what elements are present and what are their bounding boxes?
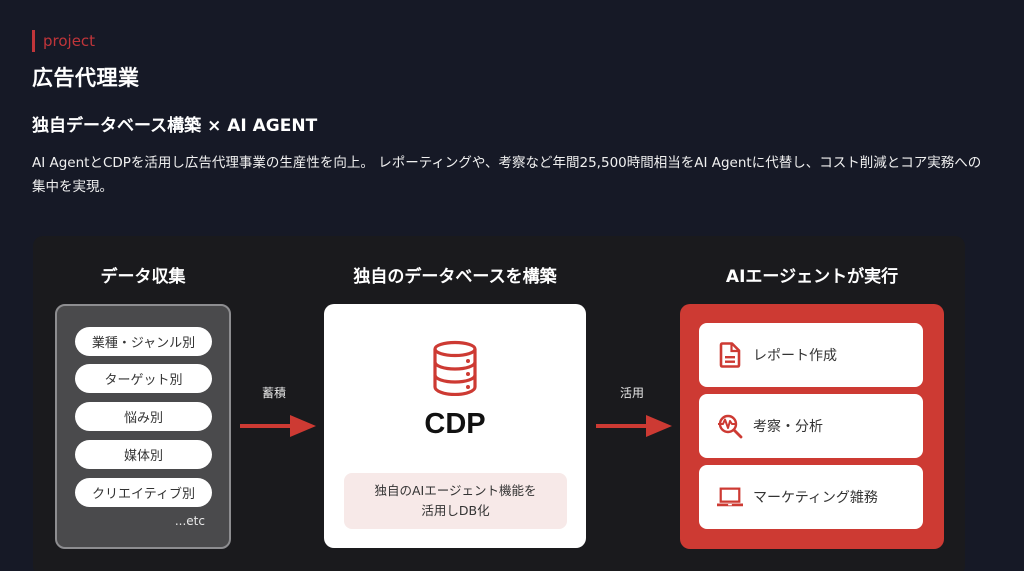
- arrow-label-utilize: 活用: [620, 386, 645, 400]
- page-title: 広告代理業: [32, 66, 140, 90]
- agent-item-analysis: 考察・分析: [699, 394, 923, 458]
- agent-item-label: レポート作成: [753, 348, 837, 364]
- flow-diagram: データ収集 業種・ジャンル別 ターゲット別 悩み別 媒体別 クリエイティブ別 .…: [33, 236, 965, 571]
- eyebrow-label: project: [43, 32, 96, 50]
- page-subtitle: 独自データベース構築 × AI AGENT: [32, 116, 318, 136]
- accent-bar: [32, 30, 35, 52]
- arrow-right-icon: [240, 415, 316, 437]
- cdp-note-line: 活用しDB化: [421, 503, 490, 518]
- arrow-right-icon: [596, 415, 672, 437]
- collect-item: 媒体別: [75, 440, 212, 469]
- arrow-label-accumulate: 蓄積: [262, 386, 287, 400]
- cdp-note: 独自のAIエージェント機能を 活用しDB化: [344, 473, 567, 529]
- collect-item: 悩み別: [75, 402, 212, 431]
- laptop-icon: [717, 484, 743, 510]
- collect-box: 業種・ジャンル別 ターゲット別 悩み別 媒体別 クリエイティブ別 ...etc: [55, 304, 231, 549]
- section-eyebrow: project: [32, 30, 95, 52]
- database-icon: [433, 340, 477, 396]
- project-description: AI AgentとCDPを活用し広告代理事業の生産性を向上。 レポーティングや、…: [32, 155, 982, 195]
- collect-title: データ収集: [100, 267, 186, 287]
- agent-item-label: マーケティング雑務: [753, 490, 878, 506]
- document-icon: [717, 342, 743, 368]
- cdp-note-line: 独自のAIエージェント機能を: [374, 483, 537, 498]
- agent-item-label: 考察・分析: [753, 419, 823, 435]
- agent-box: レポート作成 考察・分析 マーケティング雑務: [680, 304, 944, 549]
- cdp-label: CDP: [424, 408, 486, 440]
- collect-item: クリエイティブ別: [75, 478, 212, 507]
- agent-item-marketing: マーケティング雑務: [699, 465, 923, 529]
- agent-title: AIエージェントが実行: [725, 267, 899, 287]
- cdp-box: CDP 独自のAIエージェント機能を 活用しDB化: [324, 304, 586, 548]
- collect-item: ターゲット別: [75, 364, 212, 393]
- agent-item-report: レポート作成: [699, 323, 923, 387]
- database-title: 独自のデータベースを構築: [353, 267, 557, 287]
- collect-etc: ...etc: [174, 514, 205, 528]
- analysis-magnifier-icon: [717, 413, 743, 439]
- collect-item: 業種・ジャンル別: [75, 327, 212, 356]
